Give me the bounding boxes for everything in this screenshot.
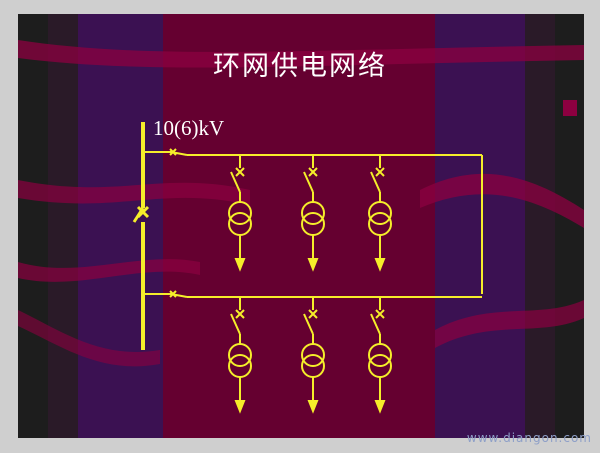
lower-branch-1 <box>228 297 252 414</box>
load-branches <box>228 155 392 414</box>
disconnect-switch-icon <box>230 313 241 335</box>
lower-branch-2 <box>301 297 325 414</box>
breaker-x-icon <box>308 309 318 319</box>
load-arrow-icon <box>234 400 246 414</box>
lower-branch-3 <box>368 297 392 414</box>
upper-branch-1 <box>228 155 252 272</box>
left-dark-panel <box>18 14 48 438</box>
right-purple-panel <box>435 14 525 438</box>
load-arrow-icon <box>374 400 386 414</box>
right-dark-panel <box>555 14 584 438</box>
disconnect-switch-icon <box>303 171 314 193</box>
disconnect-switch-icon <box>370 171 381 193</box>
decor-band-2 <box>18 180 250 205</box>
decor-band-6 <box>18 310 160 367</box>
disconnect-switch-icon <box>303 313 314 335</box>
breaker-x-icon <box>375 167 385 177</box>
breaker-x-icon <box>375 309 385 319</box>
disconnect-switch-icon <box>370 313 381 335</box>
upper-branch-2 <box>301 155 325 272</box>
left-purple-panel <box>78 14 163 438</box>
upper-breaker-x-icon <box>169 148 177 156</box>
decor-band-5 <box>435 300 584 348</box>
upper-branch-3 <box>368 155 392 272</box>
corner-square <box>563 100 577 116</box>
circuit <box>132 122 483 414</box>
breaker-x-icon <box>308 167 318 177</box>
right-stripe <box>525 14 555 438</box>
left-stripe <box>48 14 78 438</box>
disconnect-switch-icon <box>230 171 241 193</box>
load-arrow-icon <box>374 258 386 272</box>
main-switch-breaker-x-icon <box>136 205 150 219</box>
breaker-x-icon <box>235 309 245 319</box>
decor-band-3 <box>18 259 200 282</box>
load-arrow-icon <box>307 258 319 272</box>
decor-band-4 <box>420 173 584 228</box>
breaker-x-icon <box>235 167 245 177</box>
lower-breaker-x-icon <box>169 290 177 298</box>
load-arrow-icon <box>234 258 246 272</box>
decor-band-1 <box>18 40 584 68</box>
voltage-label: 10(6)kV <box>153 116 225 140</box>
slide-title: 环网供电网络 <box>213 51 387 82</box>
load-arrow-icon <box>307 400 319 414</box>
watermark: www.diangon.com <box>466 431 592 445</box>
